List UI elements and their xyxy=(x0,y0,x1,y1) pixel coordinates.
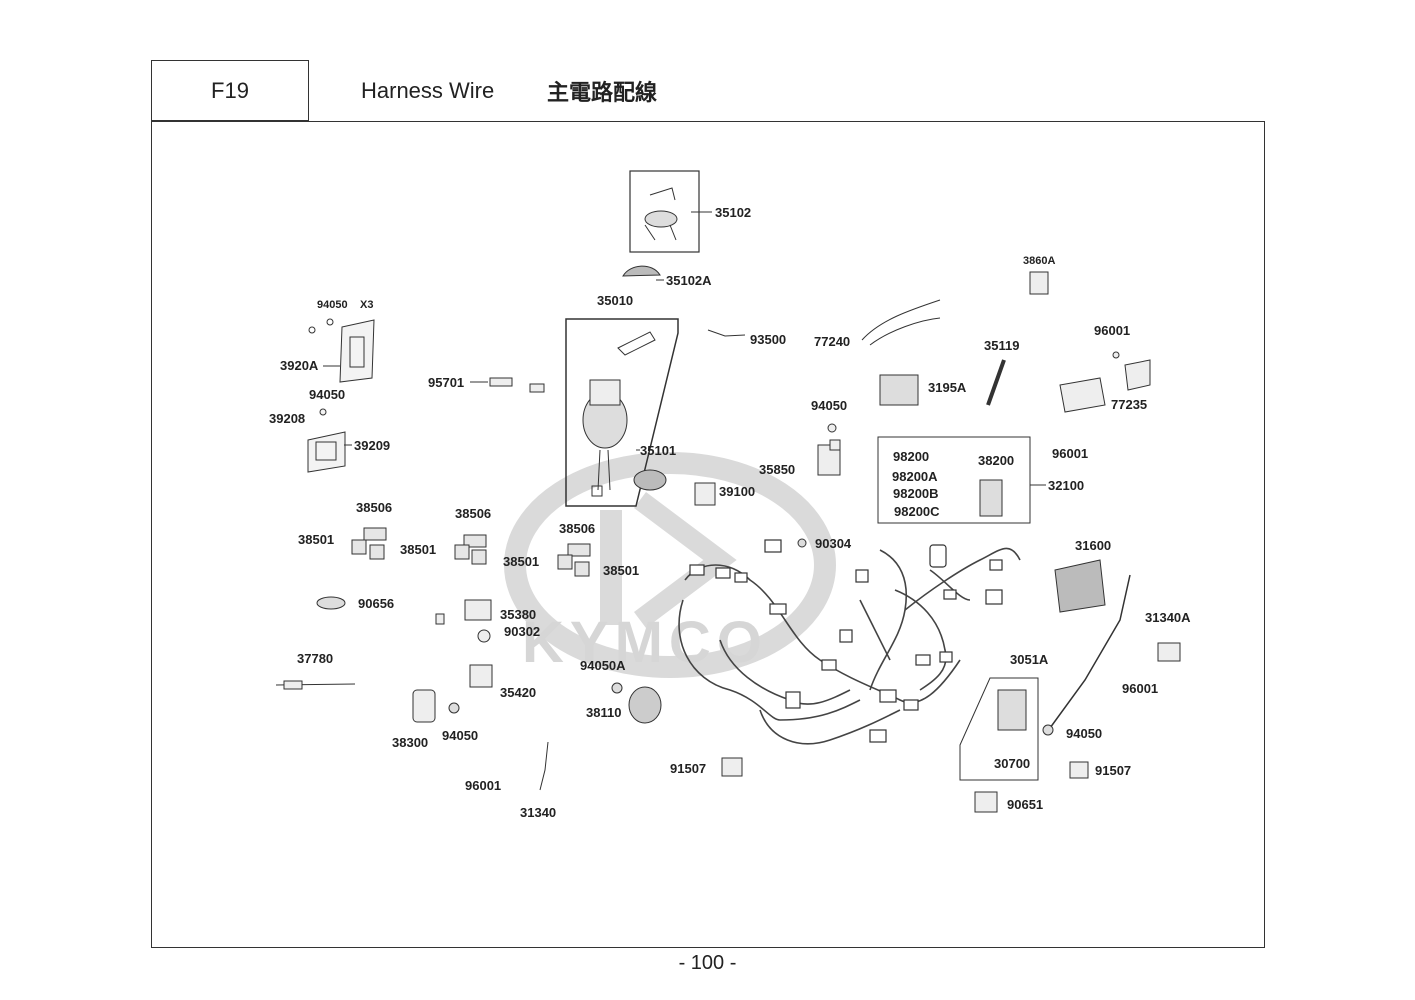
label-35010: 35010 xyxy=(597,293,633,308)
exploded-parts-diagram: KYMCO 35102 35102A 35010 xyxy=(269,170,1191,820)
label-35102: 35102 xyxy=(715,205,751,220)
title-chinese: 主電路配線 xyxy=(547,80,658,106)
label-38506-b: 38506 xyxy=(455,506,491,521)
label-3920A: 3920A xyxy=(280,358,319,373)
label-35101: 35101 xyxy=(640,443,676,458)
page-number: - 100 - xyxy=(678,952,737,974)
label-35102A: 35102A xyxy=(666,273,712,288)
part-39209-drawing xyxy=(307,408,346,473)
label-38506-a: 38506 xyxy=(356,500,392,515)
label-30700: 30700 xyxy=(994,756,1030,771)
label-93500: 93500 xyxy=(750,332,786,347)
part-93500-drawing xyxy=(707,329,746,337)
part-35010-drawing xyxy=(565,318,679,507)
part-3051A-box xyxy=(959,677,1039,781)
figure-code: F19 xyxy=(151,60,309,121)
label-94050-c: 94050 xyxy=(811,398,847,413)
label-3195A: 3195A xyxy=(928,380,967,395)
part-35420-drawing xyxy=(469,664,493,688)
part-91507b-drawing xyxy=(1069,761,1089,779)
label-94050-x3: 94050 xyxy=(317,299,348,311)
label-96001-c: 96001 xyxy=(1052,446,1088,461)
part-3920A-drawing xyxy=(308,318,375,383)
label-96001-b: 96001 xyxy=(1094,323,1130,338)
label-38200: 38200 xyxy=(978,453,1014,468)
label-96001-a: 96001 xyxy=(465,778,501,793)
label-98200C: 98200C xyxy=(894,504,940,519)
label-77235: 77235 xyxy=(1111,397,1147,412)
label-38501-d: 38501 xyxy=(603,563,639,578)
label-77240: 77240 xyxy=(814,334,850,349)
label-39209: 39209 xyxy=(354,438,390,453)
label-94050-b: 94050 xyxy=(442,728,478,743)
label-90302: 90302 xyxy=(504,624,540,639)
part-35102-drawing xyxy=(629,170,700,253)
label-3860A: 3860A xyxy=(1023,255,1055,267)
title-english: Harness Wire xyxy=(361,77,495,103)
part-95701-drawing xyxy=(489,377,545,393)
part-35102A-drawing xyxy=(622,265,661,277)
part-3195A-drawing xyxy=(879,374,919,406)
label-37780: 37780 xyxy=(297,651,333,666)
label-32100: 32100 xyxy=(1048,478,1084,493)
part-31340A-drawing xyxy=(1157,642,1181,662)
part-3860A-drawing xyxy=(1029,271,1049,295)
label-98200: 98200 xyxy=(893,449,929,464)
label-94050A: 94050A xyxy=(580,658,626,673)
label-94050-d: 94050 xyxy=(1066,726,1102,741)
part-32100-box xyxy=(877,436,1031,524)
part-35850-drawing xyxy=(817,423,841,476)
label-38501-b: 38501 xyxy=(400,542,436,557)
label-38110: 38110 xyxy=(586,705,621,720)
label-90656: 90656 xyxy=(358,596,394,611)
label-38300: 38300 xyxy=(392,735,428,750)
part-90656-drawing xyxy=(316,596,346,610)
part-31600-drawing xyxy=(1054,559,1106,613)
label-31600: 31600 xyxy=(1075,538,1111,553)
relay-group-2 xyxy=(454,534,487,565)
watermark-text: KYMCO xyxy=(522,610,768,675)
part-77240-drawing xyxy=(861,299,941,341)
part-90651-drawing xyxy=(974,791,998,813)
label-94050-a: 94050 xyxy=(309,387,345,402)
label-98200A: 98200A xyxy=(892,469,938,484)
label-38501-a: 38501 xyxy=(298,532,334,547)
part-31340-drawing xyxy=(539,741,549,791)
label-39100: 39100 xyxy=(719,484,755,499)
part-39100-drawing xyxy=(694,482,716,506)
ground-cable-drawing xyxy=(1049,574,1131,729)
part-38110-drawing xyxy=(628,686,662,724)
label-38501-c: 38501 xyxy=(503,554,539,569)
label-95701: 95701 xyxy=(428,375,464,390)
main-harness-drawing xyxy=(678,547,1021,745)
label-35420: 35420 xyxy=(500,685,536,700)
relay-group-3 xyxy=(557,543,591,577)
part-91507a-drawing xyxy=(721,757,743,777)
label-98200B: 98200B xyxy=(893,486,939,501)
label-96001-d: 96001 xyxy=(1122,681,1158,696)
label-31340A: 31340A xyxy=(1145,610,1191,625)
part-35119-drawing xyxy=(986,359,1006,406)
label-35380: 35380 xyxy=(500,607,536,622)
label-x3: X3 xyxy=(360,299,373,311)
label-3051A: 3051A xyxy=(1010,652,1049,667)
harness-connectors xyxy=(689,539,1003,743)
relay-group-1 xyxy=(351,527,387,560)
label-90304: 90304 xyxy=(815,536,852,551)
label-35850: 35850 xyxy=(759,462,795,477)
label-90651: 90651 xyxy=(1007,797,1043,812)
label-31340: 31340 xyxy=(520,805,556,820)
label-38506-c: 38506 xyxy=(559,521,595,536)
part-38300-drawing xyxy=(412,689,436,723)
label-39208: 39208 xyxy=(269,411,305,426)
label-91507-b: 91507 xyxy=(1095,763,1131,778)
part-35380-drawing xyxy=(435,599,492,643)
label-35119: 35119 xyxy=(984,338,1019,353)
diagram-frame xyxy=(151,121,1265,948)
kymco-watermark: KYMCO xyxy=(504,452,836,678)
label-91507-a: 91507 xyxy=(670,761,706,776)
part-77235-drawing xyxy=(1059,351,1151,413)
